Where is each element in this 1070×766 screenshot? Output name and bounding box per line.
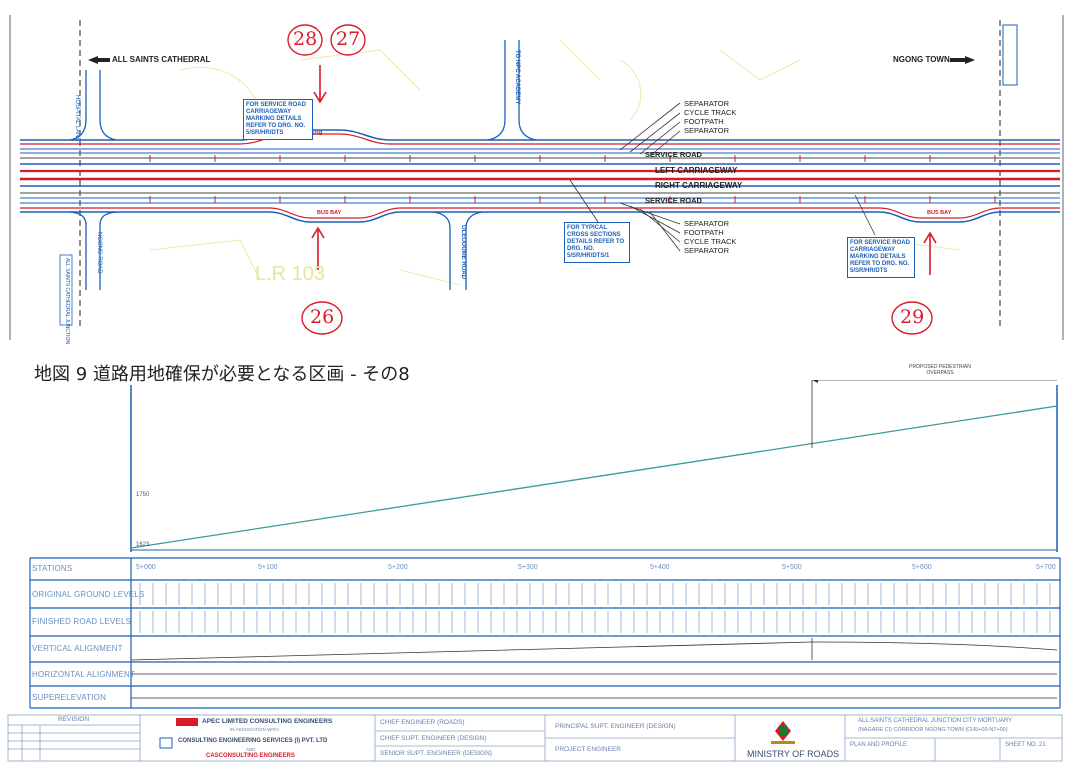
side-road-oleodume-road: OLEODUME ROAD: [460, 225, 466, 279]
overpass-annotation: PROPOSED PEDESTRIAN OVERPASS: [909, 364, 971, 376]
side-road-junction: ALL SAINTS CATHEDRAL JUNCTION: [64, 258, 70, 344]
station-5-200: 5+200: [388, 564, 408, 571]
lane-label-footpath-top: FOOTPATH: [684, 117, 724, 126]
profile-level-label: 1750: [136, 492, 150, 498]
side-road-npc-academy: TO NPC ACADEMY: [514, 50, 520, 105]
sheet-type: PLAN AND PROFILE: [850, 742, 908, 748]
side-road-ngong-road: NGONG ROAD: [96, 232, 102, 274]
lane-label-separator-bottom-2: SEPARATOR: [684, 246, 730, 255]
row-label-finished-road: FINISHED ROAD LEVELS: [32, 617, 132, 626]
row-label-horizontal-alignment: HORIZONTAL ALIGNMENT: [32, 670, 136, 679]
project-title-line-2: (NAGARE CI) CORRIDOR NGONG TOWN (CH5+00-…: [858, 727, 1008, 733]
handwritten-number-27: 27: [336, 28, 361, 50]
lane-label-cycle-track-top: CYCLE TRACK: [684, 108, 737, 117]
left-destination-label: ALL SAINTS CATHEDRAL: [112, 55, 211, 64]
lane-label-separator-top-2: SEPARATOR: [684, 126, 730, 135]
consultant-cas: CASCONSULTING ENGINEERS: [206, 753, 295, 759]
plan-view: ALL SAINTS CATHEDRAL NGONG TOWN HOSPITAL…: [0, 0, 1070, 345]
lane-label-right-carriageway: RIGHT CARRIAGEWAY: [655, 181, 743, 190]
signoff-project-engineer: PROJECT ENGINEER: [555, 746, 621, 753]
station-5-600: 5+600: [912, 564, 932, 571]
service-road-note-2: FOR SERVICE ROAD CARRIAGEWAY MARKING DET…: [847, 237, 915, 278]
lane-label-cycle-track-bottom: CYCLE TRACK: [684, 237, 737, 246]
station-5-700: 5+700: [1036, 564, 1056, 571]
profile-datum: 1623: [136, 542, 150, 548]
lane-label-service-road-top: SERVICE ROAD: [645, 150, 702, 159]
lane-label-footpath-bottom: FOOTPATH: [684, 228, 724, 237]
figure-caption: 地図 9 道路用地確保が必要となる区画 - その8: [34, 364, 410, 385]
signoff-principal-supt: PRINCIPAL SUPT. ENGINEER (DESIGN): [555, 723, 676, 730]
title-block-grid: [7, 714, 1063, 762]
lane-label-left-carriageway: LEFT CARRIAGEWAY: [655, 166, 738, 175]
side-road-hospital-lane: HOSPITAL LANE: [74, 95, 80, 142]
signoff-senior-supt: SENIOR SUPT. ENGINEER (DESIGN): [380, 750, 492, 757]
consultant-apec: APEC LIMITED CONSULTING ENGINEERS: [202, 718, 333, 725]
bus-bay-label-bottom-2: BUS BAY: [927, 210, 952, 216]
lane-label-service-road-bottom: SERVICE ROAD: [645, 196, 702, 205]
signoff-chief-supt: CHIEF SUPT. ENGINEER (DESIGN): [380, 735, 487, 742]
station-5-500: 5+500: [782, 564, 802, 571]
row-label-superelevation: SUPERELEVATION: [32, 693, 107, 702]
profile-view: PROPOSED PEDESTRIAN OVERPASS 1750 1623 S…: [0, 364, 1070, 710]
handwritten-number-28: 28: [293, 28, 318, 50]
consultant-ces: CONSULTING ENGINEERING SERVICES (I) PVT.…: [178, 738, 328, 744]
lane-label-separator-top-1: SEPARATOR: [684, 99, 730, 108]
consultant-and: AND: [246, 747, 256, 752]
row-label-original-ground: ORIGINAL GROUND LEVELS: [32, 590, 145, 599]
station-5-000: 5+000: [136, 564, 156, 571]
right-destination-label: NGONG TOWN: [893, 55, 950, 64]
service-road-note-1: FOR SERVICE ROAD CARRIAGEWAY MARKING DET…: [243, 99, 313, 140]
consultant-association: IN ASSOCIATION WITH: [230, 727, 279, 732]
profile-drawing: [29, 377, 1061, 709]
ministry-name: MINISTRY OF ROADS: [747, 749, 840, 759]
signoff-chief-engineer: CHIEF ENGINEER (ROADS): [380, 719, 465, 726]
bus-bay-label-bottom-1: BUS BAY: [317, 210, 342, 216]
parcel-number: L.R 103: [255, 263, 326, 285]
row-label-stations: STATIONS: [32, 564, 73, 573]
lane-label-separator-bottom-1: SEPARATOR: [684, 219, 730, 228]
station-5-400: 5+400: [650, 564, 670, 571]
title-block: REVISION APEC LIMITED CONSULTING ENGINEE…: [0, 713, 1070, 762]
cross-section-note: FOR TYPICAL CROSS SECTIONS DETAILS REFER…: [564, 222, 630, 263]
station-5-300: 5+300: [518, 564, 538, 571]
revision-header: REVISION: [58, 716, 90, 723]
project-title-line-1: ALL SAINTS CATHEDRAL JUNCTION CITY MORTU…: [858, 718, 1013, 724]
row-label-vertical-alignment: VERTICAL ALIGNMENT: [32, 644, 123, 653]
sheet-number: SHEET NO. 21: [1005, 742, 1046, 748]
station-5-100: 5+100: [258, 564, 278, 571]
handwritten-number-26: 26: [310, 306, 335, 328]
handwritten-number-29: 29: [900, 306, 925, 328]
plan-drawing: [9, 15, 1064, 340]
